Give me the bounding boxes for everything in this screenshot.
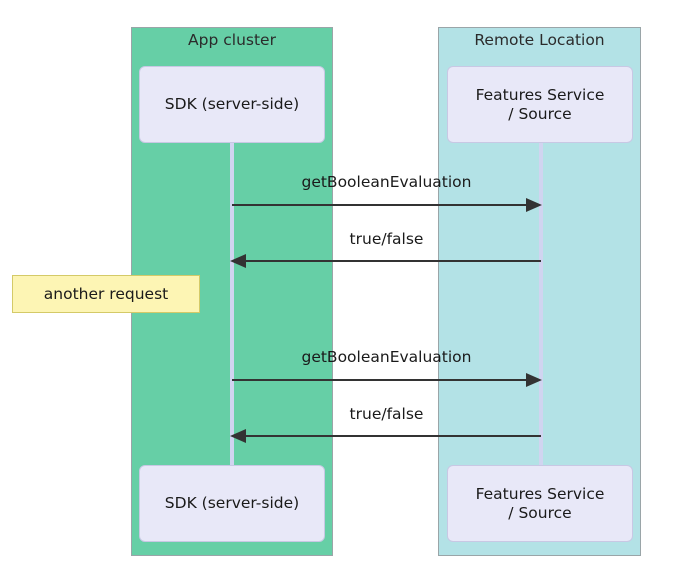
actor-sdk-top[interactable]: SDK (server-side) [139, 66, 325, 143]
message-label-3: getBooleanEvaluation [301, 348, 472, 366]
actor-features-service-bottom-label-line1: Features Service [475, 484, 605, 503]
lifeline-sdk [230, 140, 234, 470]
note-another-request[interactable]: another request [12, 275, 200, 313]
message-line-1 [232, 204, 527, 206]
actor-features-service-top-label: Features Service / Source [476, 86, 605, 124]
note-another-request-label: another request [43, 285, 169, 303]
actor-features-service-bottom[interactable]: Features Service / Source [447, 465, 633, 542]
arrowhead-right-icon-3 [526, 373, 542, 387]
group-app-cluster-title: App cluster [188, 31, 276, 49]
message-line-4 [246, 435, 541, 437]
message-label-1: getBooleanEvaluation [301, 173, 472, 191]
actor-features-service-bottom-label: Features Service / Source [476, 485, 605, 523]
arrowhead-left-icon-4 [230, 429, 246, 443]
actor-sdk-bottom-label: SDK (server-side) [164, 494, 300, 512]
group-gap-band [334, 27, 438, 556]
group-remote-location-title: Remote Location [474, 31, 605, 49]
actor-sdk-bottom[interactable]: SDK (server-side) [139, 465, 325, 542]
actor-features-service-top-label-line1: Features Service [475, 85, 605, 104]
message-line-2 [246, 260, 541, 262]
actor-sdk-top-label: SDK (server-side) [164, 95, 300, 113]
actor-features-service-top-label-line2: / Source [508, 104, 572, 123]
lifeline-features-service [539, 140, 543, 470]
arrowhead-right-icon-1 [526, 198, 542, 212]
message-label-4: true/false [349, 405, 424, 423]
message-label-2: true/false [349, 230, 424, 248]
actor-features-service-top[interactable]: Features Service / Source [447, 66, 633, 143]
message-line-3 [232, 379, 527, 381]
actor-features-service-bottom-label-line2: / Source [508, 503, 572, 522]
arrowhead-left-icon-2 [230, 254, 246, 268]
